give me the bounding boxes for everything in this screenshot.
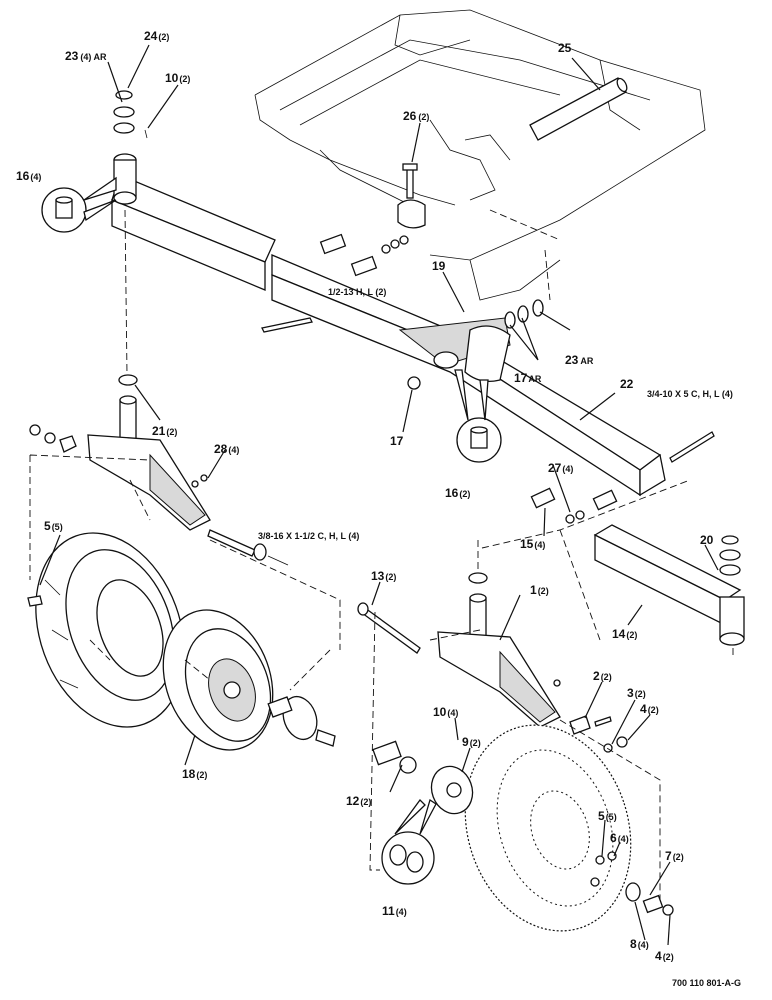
hub-left (267, 695, 336, 747)
magnify-16-left (41, 176, 117, 233)
callout-6: 6(4) (610, 831, 629, 845)
callout-19: 19 (432, 259, 446, 273)
callout-18: 18(2) (182, 767, 207, 781)
bushings-left (261, 233, 409, 333)
spec-three-eighths-bolt: 3/8-16 X 1-1/2 C, H, L (4) (258, 531, 359, 541)
callout-23-top: 23(4) AR (65, 49, 107, 63)
callout-4-top: 4(2) (640, 702, 659, 716)
callout-28-label-qty: (4) (228, 445, 239, 455)
callout-15: 15(4) (520, 537, 545, 551)
callout-4-bottom: 4(2) (655, 949, 674, 963)
callout-17-right: 17AR (514, 371, 542, 385)
callout-16-left: 16(4) (16, 169, 41, 183)
callout-2: 2(2) (593, 669, 612, 683)
bolt-three-quarter (669, 431, 715, 463)
callout-20: 20 (700, 533, 714, 547)
callout-10-top: 10(2) (165, 71, 190, 85)
tire-left (27, 532, 185, 728)
callout-11: 11(4) (382, 904, 407, 918)
axle-arm-left (111, 153, 276, 291)
spindle-leg-left (29, 374, 211, 531)
callout-5-right: 5(5) (598, 809, 617, 823)
callout-17-left: 17 (390, 434, 404, 448)
callout-7: 7(2) (665, 849, 684, 863)
callout-10-bottom: 10(4) (433, 705, 458, 719)
callout-24: 24(2) (144, 29, 169, 43)
callout-1: 1(2) (530, 583, 549, 597)
spindle-leg-right (357, 572, 561, 728)
callout-27: 27(4) (548, 461, 573, 475)
axle-arm-right (593, 524, 745, 646)
callout-8: 8(4) (630, 937, 649, 951)
assembly-lines (29, 209, 734, 900)
callout-22: 22 (620, 377, 634, 391)
callout-25: 25 (558, 41, 572, 55)
leader-lines (39, 44, 719, 946)
callout-labels: 24(2) 23(4) AR 10(2) 16(4) 25 26(2) 19 2… (16, 29, 714, 963)
bolt-26 (397, 163, 426, 229)
callout-5-left: 5(5) (44, 519, 63, 533)
callout-3: 3(2) (627, 686, 646, 700)
callout-12: 12(2) (346, 794, 371, 808)
callout-27-qty: (4) (562, 464, 573, 474)
magnify-11-bottom (381, 798, 437, 885)
callout-9: 9(2) (462, 735, 481, 749)
callout-21: 21(2) (152, 424, 177, 438)
hub-right (372, 740, 474, 815)
hardware-right (569, 715, 674, 916)
spec-half-inch-bolt: 1/2-13 H, L (2) (328, 287, 386, 297)
rim-18 (162, 609, 274, 751)
callout-14: 14(2) (612, 627, 637, 641)
tire-right (464, 724, 632, 932)
bolt-three-eighths (207, 529, 289, 566)
magnify-16-center (454, 369, 502, 463)
bolts-28 (191, 474, 208, 488)
spec-three-quarter-bolt: 3/4-10 X 5 C, H, L (4) (647, 389, 733, 399)
callout-16-center: 16(2) (445, 486, 470, 500)
washers-right (407, 299, 544, 390)
figure-reference: 700 110 801-A-G (672, 978, 741, 988)
machine-frame (254, 9, 706, 301)
callout-26: 26(2) (403, 109, 429, 123)
callout-28-label: 28(4) (214, 442, 239, 456)
callout-13: 13(2) (371, 569, 396, 583)
washer-stack-top-left (113, 90, 148, 139)
main-tube (271, 254, 666, 497)
bushings-15-27 (530, 487, 618, 524)
pin-25 (529, 77, 628, 141)
